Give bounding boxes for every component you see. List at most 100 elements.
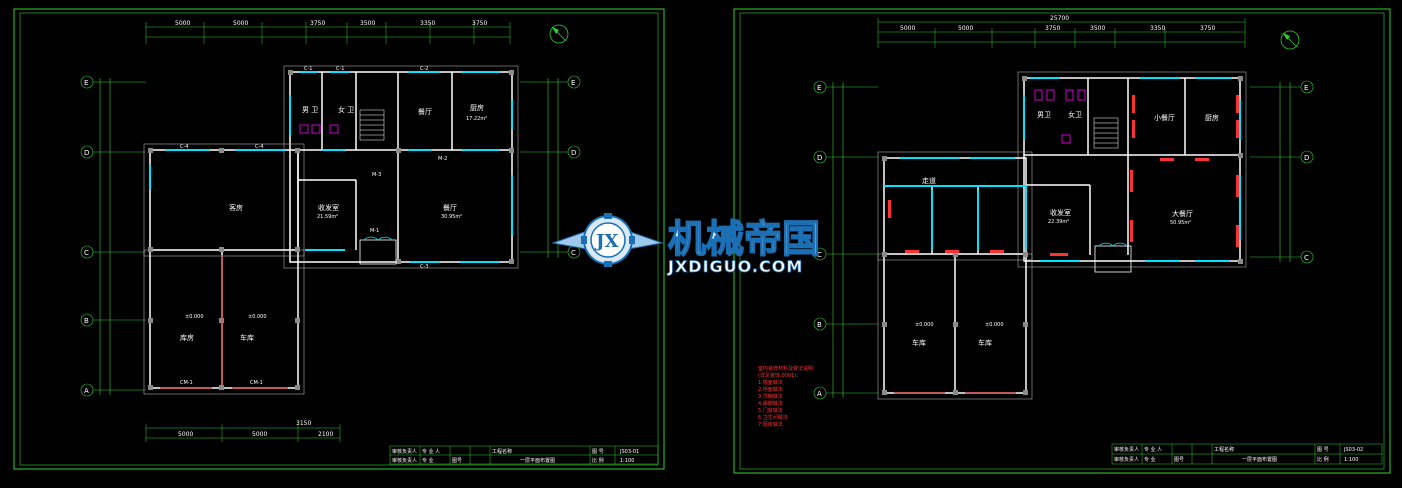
- room-label: 男 卫: [302, 106, 318, 114]
- notes-line: 6.卫生间做法: [758, 414, 788, 421]
- right-furniture-markers: [888, 95, 1239, 256]
- left-drawing-sheet: 5000 5000 3750 3500 3350 3750 E: [13, 8, 665, 470]
- title-cell: 比 例: [1317, 456, 1329, 463]
- title-cell: 专 业 人: [422, 448, 440, 455]
- door-tag: C-1: [304, 66, 312, 72]
- right-material-notes: 室内装修材料及做法说明 (详见装饰.0001)： 1.墙面做法 2.地面做法 3…: [758, 365, 813, 428]
- right-stairs-icon: [1093, 117, 1119, 149]
- notes-line: 2.地面做法: [758, 386, 783, 393]
- gear-icon: [581, 213, 635, 267]
- level-mark: ±0.000: [248, 314, 267, 320]
- notes-title: 室内装修材料及做法说明: [758, 365, 813, 372]
- site-watermark-logo: JX 机械帝国 JXDIGUO.COM: [551, 213, 821, 276]
- door-tag: C-4: [255, 144, 263, 150]
- axis-label: D: [84, 149, 89, 157]
- room-label: 厨房: [1205, 113, 1219, 122]
- door-tag: C-1: [336, 66, 344, 72]
- right-bath-fixtures: [1034, 89, 1086, 144]
- room-label: 车库: [978, 338, 992, 347]
- left-bottom-dim-labels: 5000 5000 3150 2100: [178, 420, 333, 438]
- axis-label: E: [84, 79, 88, 87]
- room-label: 走道: [922, 176, 936, 185]
- notes-line: 4.踢脚做法: [758, 400, 783, 407]
- title-cell: 图 号: [592, 449, 604, 455]
- left-sheet-inner-frame: [19, 12, 659, 466]
- dim-label: 3500: [1090, 25, 1105, 32]
- door-tag: C-3: [420, 264, 428, 270]
- title-cell: 图号: [1174, 457, 1184, 463]
- room-label: 小餐厅: [1154, 113, 1175, 122]
- dim-label: 25700: [1050, 15, 1069, 22]
- dim-label: 3350: [420, 20, 435, 27]
- notes-line: 5.门窗做法: [758, 407, 783, 414]
- door-tag: C-4: [180, 144, 188, 150]
- title-cell: 一层平面布置图: [520, 457, 555, 464]
- left-garage-doors: [160, 255, 288, 389]
- right-top-dim-labels: 25700 5000 5000 3750 3500 3350 3750: [900, 15, 1215, 32]
- dim-label: 3500: [360, 20, 375, 27]
- dim-label: 5000: [175, 20, 190, 27]
- title-cell: JS03-01: [619, 449, 639, 455]
- axis-label: A: [817, 390, 822, 398]
- title-cell: 审核负责人: [392, 457, 417, 464]
- right-floor-plan-walls[interactable]: [877, 71, 1247, 400]
- right-structural-columns: [882, 76, 1243, 395]
- title-cell: 工程名称: [492, 448, 512, 455]
- room-label: 库房: [180, 333, 194, 342]
- door-tag: M-2: [438, 156, 447, 162]
- title-cell: 1:100: [1344, 457, 1358, 463]
- right-top-dimensions: [877, 18, 1246, 48]
- right-windows: [884, 77, 1241, 262]
- right-axis-bubbles: [813, 80, 1314, 400]
- title-cell: 专 业: [422, 457, 434, 464]
- dim-label: 3750: [472, 20, 487, 27]
- notes-line: (详见装饰.0001)：: [758, 372, 801, 379]
- left-floor-plan-walls[interactable]: [143, 65, 519, 395]
- room-label: 车库: [240, 333, 254, 342]
- axis-label: E: [1304, 84, 1308, 92]
- right-title-block-text: 审核负责人 专 业 人 工程名称 图 号 JS03-02 审核负责人 专 业 图…: [1114, 446, 1363, 463]
- room-label: 男卫: [1037, 111, 1051, 119]
- room-label: 女卫: [1068, 110, 1082, 119]
- right-axis-letters: E D C B A E D C: [817, 84, 1309, 398]
- axis-label: D: [1304, 154, 1309, 162]
- dim-label: 3350: [1150, 25, 1165, 32]
- axis-label: A: [84, 387, 89, 395]
- left-sheet-frame: [13, 8, 665, 470]
- left-top-dim-labels: 5000 5000 3750 3500 3350 3750: [175, 20, 487, 27]
- door-tag: CM-1: [180, 380, 193, 386]
- axis-label: B: [817, 321, 822, 329]
- axis-label: C: [84, 249, 89, 257]
- title-cell: 审核负责人: [392, 448, 417, 455]
- title-cell: 图 号: [1317, 447, 1329, 453]
- right-sheet-frame: [733, 8, 1391, 474]
- title-cell: 专 业: [1144, 456, 1156, 463]
- dim-label: 5000: [252, 431, 267, 438]
- right-sheet-inner-frame: [739, 12, 1385, 470]
- dim-label: 3750: [310, 20, 325, 27]
- axis-label: C: [817, 251, 822, 259]
- room-label: 餐厅: [443, 203, 457, 212]
- title-cell: 专 业 人: [1144, 446, 1162, 453]
- dim-label: 3750: [1045, 25, 1060, 32]
- room-label: 收发室: [318, 203, 339, 212]
- room-label: 厨房: [470, 103, 484, 112]
- left-axis-bubbles: [80, 75, 581, 397]
- title-cell: 比 例: [592, 457, 604, 464]
- level-mark: ±0.000: [915, 322, 934, 328]
- title-cell: 1:100: [620, 458, 634, 464]
- axis-label: C: [1304, 254, 1309, 262]
- left-bath-fixtures: [299, 124, 339, 134]
- dim-label: 5000: [233, 20, 248, 27]
- left-bottom-dimensions: [145, 424, 341, 442]
- right-room-labels: 男卫 女卫 小餐厅 厨房 走道 收发室 22.39m² 大餐厅 50.95m² …: [912, 110, 1219, 347]
- room-area: 21.59m²: [317, 214, 338, 220]
- axis-label: B: [84, 317, 89, 325]
- dim-label: 5000: [178, 431, 193, 438]
- left-structural-columns: [148, 70, 514, 390]
- notes-line: 7.厨房做法: [758, 421, 783, 428]
- title-cell: JS03-02: [1343, 447, 1363, 453]
- dim-label: 5000: [958, 25, 973, 32]
- left-axis-letters: E D C B A E D C: [84, 79, 576, 395]
